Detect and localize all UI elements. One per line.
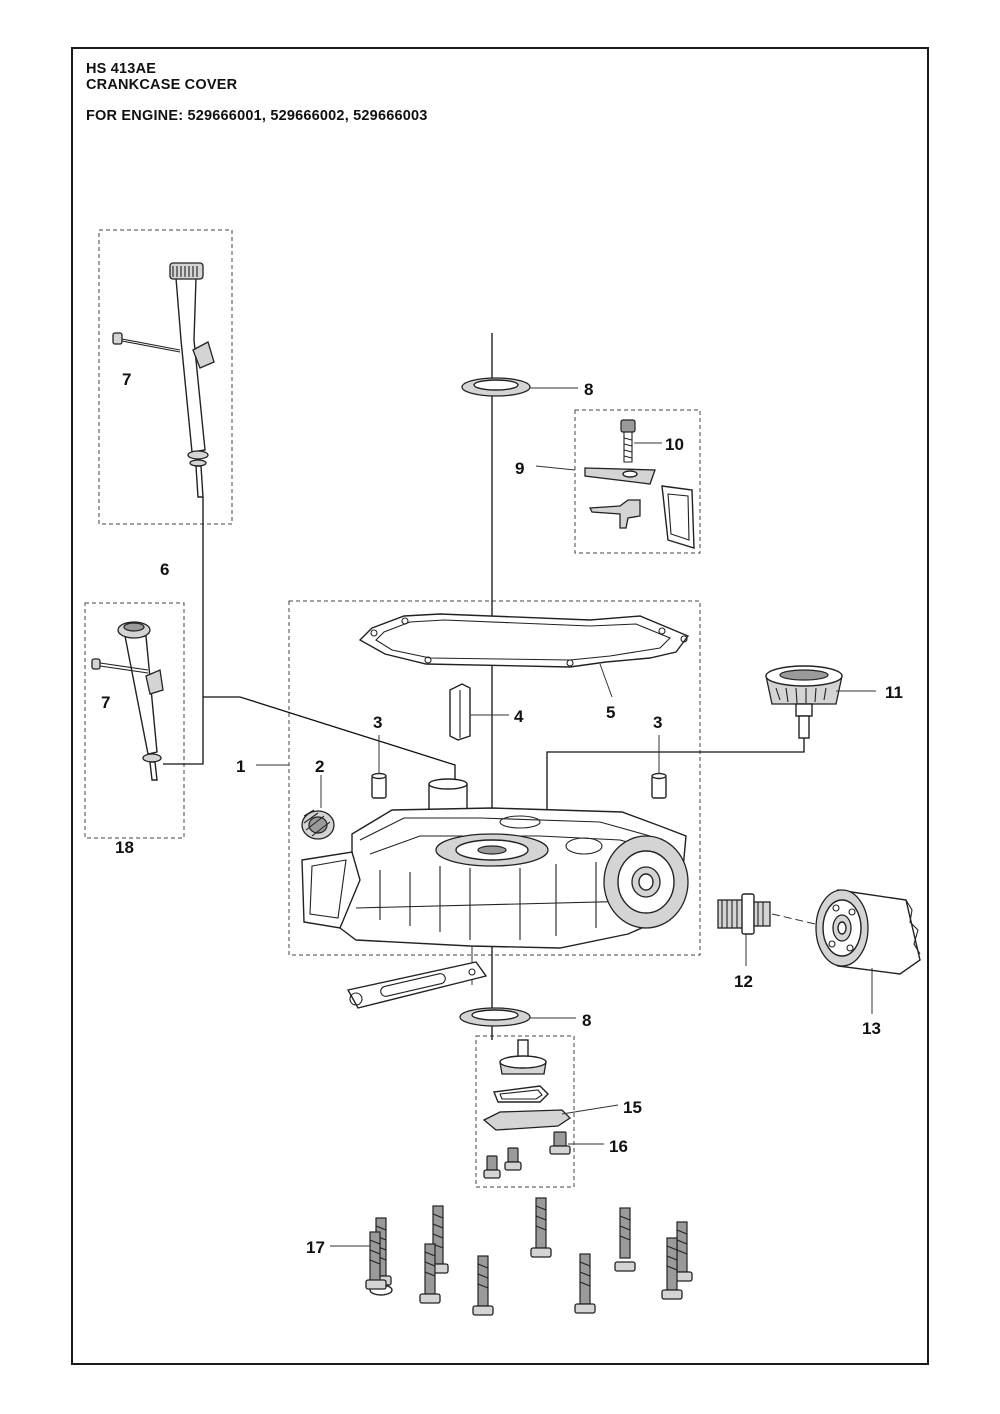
insert-icon — [449, 683, 471, 741]
screw-icon — [504, 1147, 522, 1171]
bolt-icon — [472, 1255, 494, 1316]
bolt-set-icon — [365, 1197, 693, 1316]
group-box-18 — [84, 602, 185, 839]
gasket-icon — [358, 613, 690, 668]
screw-icon — [483, 1155, 501, 1179]
callout-18: 18 — [115, 838, 134, 857]
group-box-1 — [288, 600, 701, 956]
pump-rotor-icon — [499, 1039, 547, 1075]
leader-15 — [561, 1104, 619, 1115]
bolt-icon — [530, 1197, 552, 1258]
callout-11: 11 — [885, 683, 903, 702]
dipstick-tube-short-icon — [117, 621, 164, 781]
callout-16: 16 — [609, 1137, 628, 1156]
callout-7: 7 — [122, 370, 131, 389]
pump-cover-plate-icon — [482, 1109, 572, 1131]
governor-arm-icon — [584, 467, 695, 549]
callout-2: 2 — [315, 757, 324, 776]
group-box-9 — [574, 409, 701, 554]
callout-3: 3 — [653, 713, 662, 732]
callout-12: 12 — [734, 972, 753, 991]
bolt-icon — [574, 1253, 596, 1314]
oil-seal-icon — [459, 1007, 531, 1027]
callout-5: 5 — [606, 703, 615, 722]
governor-bolt-icon — [620, 419, 636, 463]
crankcase-cover-icon — [301, 778, 689, 949]
group-box-15 — [475, 1035, 575, 1188]
callout-7: 7 — [101, 693, 110, 712]
connector-6-line — [163, 497, 204, 765]
bolt-icon — [427, 1205, 449, 1274]
callout-1: 1 — [236, 757, 245, 776]
oil-seal-icon — [461, 377, 531, 397]
callout-17: 17 — [306, 1238, 325, 1257]
callout-15: 15 — [623, 1098, 642, 1117]
group-box-6 — [98, 229, 233, 525]
connector-11-line — [546, 738, 805, 850]
callout-9: 9 — [515, 459, 524, 478]
screw-icon — [549, 1131, 571, 1155]
o-ring-icon — [493, 1085, 549, 1103]
drain-plug-icon — [301, 809, 335, 840]
callout-3: 3 — [373, 713, 382, 732]
oil-pump-icon — [765, 665, 843, 739]
callout-6: 6 — [160, 560, 169, 579]
engine-numbers: FOR ENGINE: 529666001, 529666002, 529666… — [86, 108, 428, 124]
callout-13: 13 — [862, 1019, 881, 1038]
leader-9 — [535, 465, 576, 471]
filter-axis-line — [771, 913, 825, 927]
model-name: HS 413AE — [86, 61, 157, 77]
dowel-pin-icon — [371, 772, 387, 799]
callout-8: 8 — [582, 1011, 591, 1030]
bolt-icon — [91, 658, 149, 674]
dipstick-tube-icon — [169, 262, 215, 498]
dowel-pin-icon — [651, 772, 667, 799]
leader-5 — [599, 663, 613, 698]
mounting-bracket-icon — [346, 961, 488, 1009]
bolt-icon — [112, 332, 181, 353]
oil-filter-icon — [815, 889, 921, 975]
bolt-icon — [614, 1207, 636, 1272]
bolt-icon — [365, 1231, 387, 1290]
filter-nipple-icon — [717, 893, 771, 935]
bolt-icon — [661, 1237, 683, 1300]
callout-10: 10 — [665, 435, 684, 454]
bolt-icon — [419, 1243, 441, 1304]
callout-8: 8 — [584, 380, 593, 399]
callout-4: 4 — [514, 707, 524, 726]
page-title: CRANKCASE COVER — [86, 77, 238, 93]
drawing-frame — [71, 47, 929, 1365]
